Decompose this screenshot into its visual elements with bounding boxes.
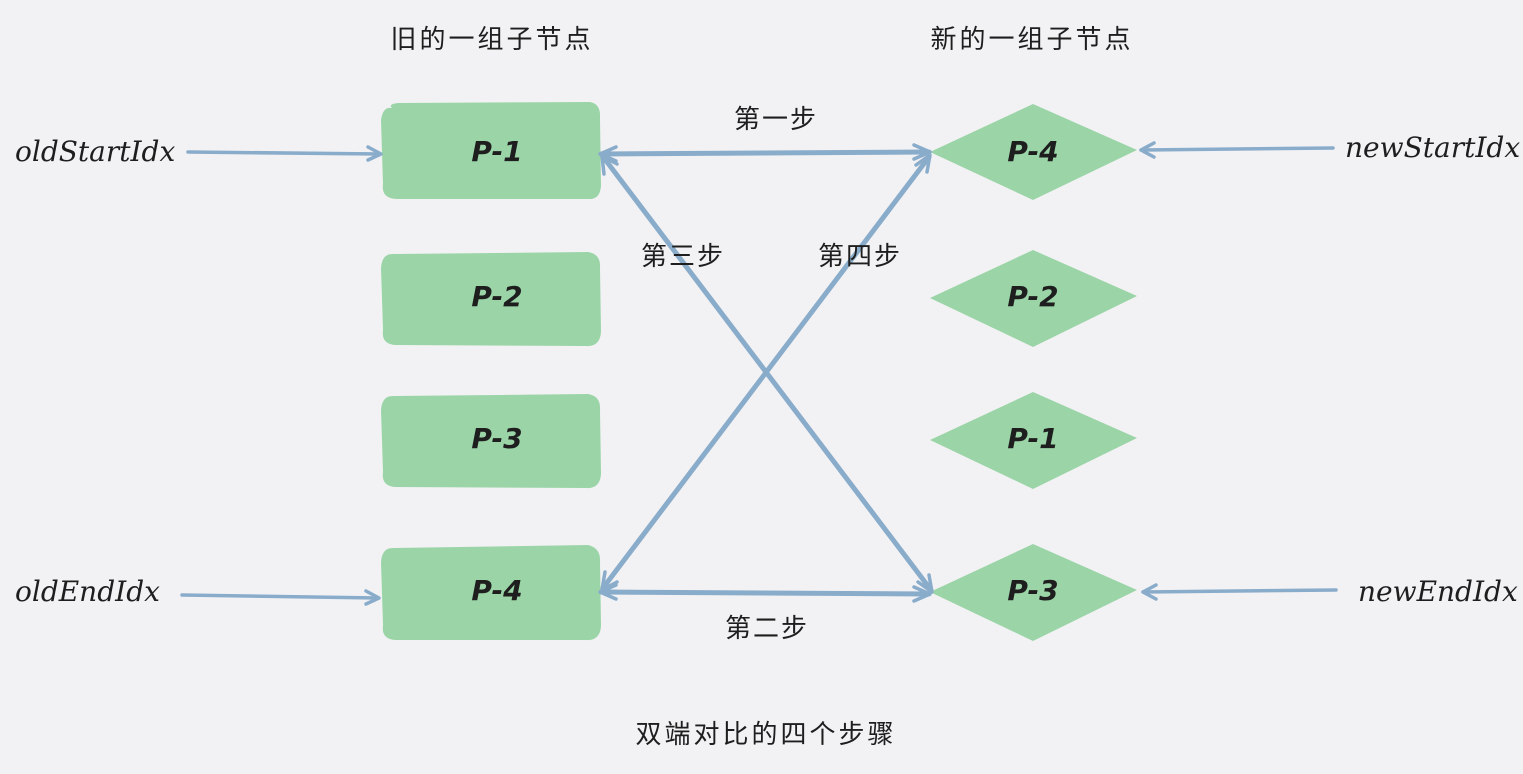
old-start-pointer-arrow [186, 145, 383, 162]
old-node-2-label: P-2 [471, 280, 522, 313]
old-node-4: P-4 [381, 545, 601, 641]
new-node-4: P-3 [930, 544, 1137, 641]
new-node-2-label: P-2 [1007, 280, 1058, 313]
new-start-idx-label: newStartIdx [1345, 131, 1520, 164]
new-node-1-label: P-4 [1007, 135, 1058, 168]
new-end-pointer-arrow [1141, 583, 1338, 601]
diagram-caption: 双端对比的四个步骤 [635, 720, 896, 750]
old-node-3-label: P-3 [471, 422, 522, 455]
step4-label: 第四步 [818, 242, 902, 272]
new-end-idx-label: newEndIdx [1358, 575, 1518, 608]
new-start-pointer-arrow [1139, 141, 1335, 159]
old-end-idx-label: oldEndIdx [15, 575, 160, 608]
old-start-idx-label: oldStartIdx [15, 135, 175, 168]
new-node-4-label: P-3 [1007, 574, 1058, 607]
step1-label: 第一步 [734, 105, 818, 135]
old-group-heading: 旧的一组子节点 [390, 25, 593, 55]
new-node-3: P-1 [930, 392, 1137, 489]
old-node-4-label: P-4 [471, 574, 522, 607]
step2-arrow [598, 583, 932, 603]
new-group-heading: 新的一组子节点 [930, 25, 1133, 55]
step4-arrow [600, 153, 932, 592]
new-node-3-label: P-1 [1007, 422, 1058, 455]
new-node-2: P-2 [930, 250, 1137, 347]
old-node-3: P-3 [381, 394, 601, 489]
step2-label: 第二步 [725, 614, 809, 644]
old-node-1: P-1 [381, 102, 601, 200]
old-end-pointer-arrow [180, 589, 381, 606]
new-node-1: P-4 [930, 104, 1137, 200]
step3-label: 第三步 [641, 242, 725, 272]
step1-arrow [598, 143, 932, 163]
old-node-2: P-2 [381, 252, 601, 347]
old-node-1-label: P-1 [471, 135, 522, 168]
